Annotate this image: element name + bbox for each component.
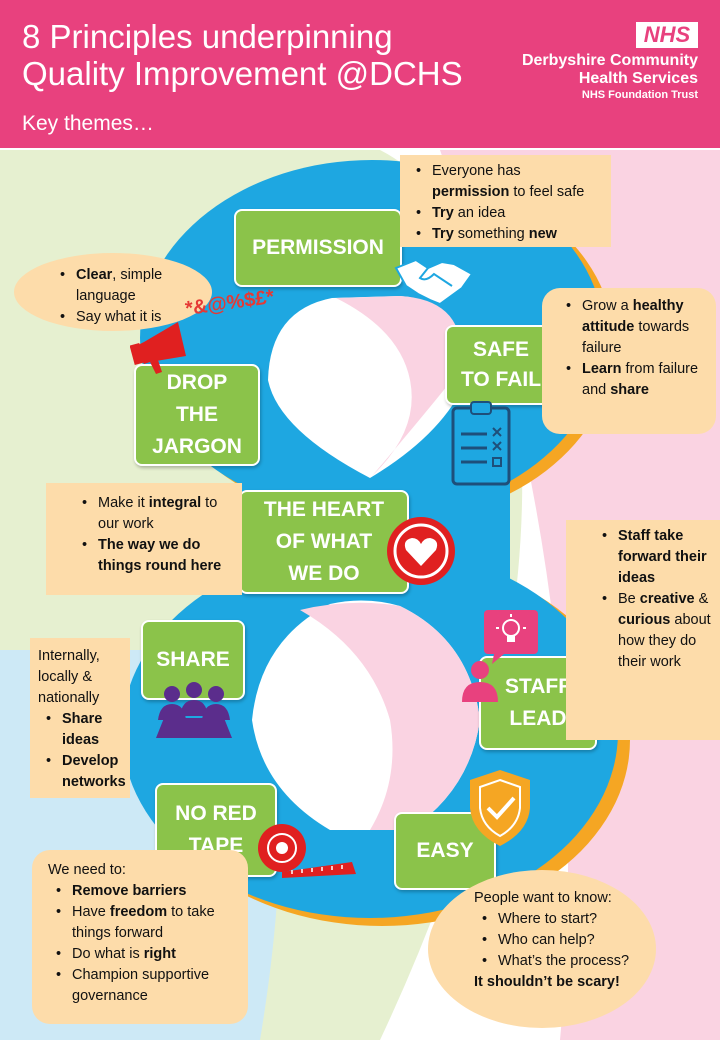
principle-drop-the-jargon: DROP THE JARGON: [134, 364, 260, 466]
list-item: Clear, simple language: [60, 265, 194, 307]
shield-check-icon: [470, 770, 530, 846]
page-title: 8 Principles underpinning Quality Improv…: [22, 18, 463, 92]
note-permission: Everyone has permission to feel safe Try…: [400, 155, 611, 247]
list-item: Say what it is: [60, 307, 194, 328]
note-share-lead: Internally, locally & nationally: [38, 648, 100, 706]
list-item: Try an idea: [416, 203, 601, 224]
note-staff-lead: Staff take forward their ideas Be creati…: [566, 520, 720, 740]
list-item: Be creative & curious about how they do …: [602, 589, 714, 673]
note-share: Internally, locally & nationally Share i…: [30, 638, 130, 798]
megaphone-icon: [130, 322, 186, 374]
list-item: Staff take forward their ideas: [602, 526, 714, 589]
list-item: Where to start?: [482, 909, 646, 930]
org-line-3: NHS Foundation Trust: [581, 89, 698, 101]
note-staff-lead-list: Staff take forward their ideas Be creati…: [600, 526, 714, 673]
list-item: Everyone has permission to feel safe: [416, 161, 601, 203]
heart-icon: [387, 517, 455, 585]
eight-top-hole-pink: [336, 296, 462, 476]
note-jargon: Clear, simple language Say what it is: [14, 253, 212, 331]
principle-easy: EASY: [394, 812, 496, 890]
tape-measure-icon: [258, 824, 356, 878]
organisation-name: Derbyshire Community Health Services NHS…: [522, 52, 698, 102]
note-safe-to-fail-list: Grow a healthy attitude towards failure …: [564, 296, 706, 401]
note-easy: People want to know: Where to start? Who…: [428, 870, 656, 1028]
note-red-tape: We need to: Remove barriers Have freedom…: [32, 850, 248, 1024]
list-item: Share ideas: [46, 709, 124, 751]
note-easy-lead: People want to know:: [474, 890, 612, 906]
clipboard-icon: [451, 401, 511, 486]
note-heart: Make it integral to our work The way we …: [46, 483, 242, 595]
principle-share: SHARE: [141, 620, 245, 700]
list-item: Remove barriers: [56, 881, 240, 902]
list-item: Who can help?: [482, 930, 646, 951]
list-item: The way we do things round here: [82, 535, 234, 577]
list-item: Try something new: [416, 224, 601, 245]
note-red-tape-list: Remove barriers Have freedom to take thi…: [48, 881, 240, 1007]
list-item: Learn from failure and share: [566, 359, 706, 401]
note-easy-tail: It shouldn’t be scary!: [474, 974, 620, 990]
principle-permission: PERMISSION: [234, 209, 402, 287]
list-item: Have freedom to take things forward: [56, 902, 240, 944]
eight-bottom-hole-pink: [300, 602, 480, 830]
org-line-1: Derbyshire Community: [521, 52, 698, 69]
note-easy-list: Where to start? Who can help? What’s the…: [474, 909, 646, 972]
page-subtitle: Key themes…: [22, 112, 154, 135]
header-banner: 8 Principles underpinning Quality Improv…: [0, 0, 720, 148]
idea-person-icon: [462, 610, 538, 702]
list-item: Develop networks: [46, 751, 126, 793]
nhs-logo: NHS: [636, 22, 698, 48]
note-heart-list: Make it integral to our work The way we …: [80, 493, 234, 577]
org-line-2: Health Services: [578, 70, 698, 87]
note-share-list: Share ideas Develop networks: [38, 709, 126, 793]
principle-safe-to-fail: SAFE TO FAIL: [445, 325, 557, 405]
list-item: What’s the process?: [482, 951, 646, 972]
list-item: Make it integral to our work: [82, 493, 234, 535]
list-item: Champion supportive governance: [56, 965, 240, 1007]
note-jargon-list: Clear, simple language Say what it is: [58, 265, 194, 328]
note-safe-to-fail: Grow a healthy attitude towards failure …: [542, 288, 716, 434]
note-permission-list: Everyone has permission to feel safe Try…: [414, 161, 601, 245]
note-red-tape-lead: We need to:: [48, 862, 126, 878]
handshake-icon: [394, 258, 474, 306]
list-item: Grow a healthy attitude towards failure: [566, 296, 706, 359]
list-item: Do what is right: [56, 944, 240, 965]
principle-heart-of-what-we-do: THE HEART OF WHAT WE DO: [239, 490, 409, 594]
group-icon: [156, 682, 232, 738]
